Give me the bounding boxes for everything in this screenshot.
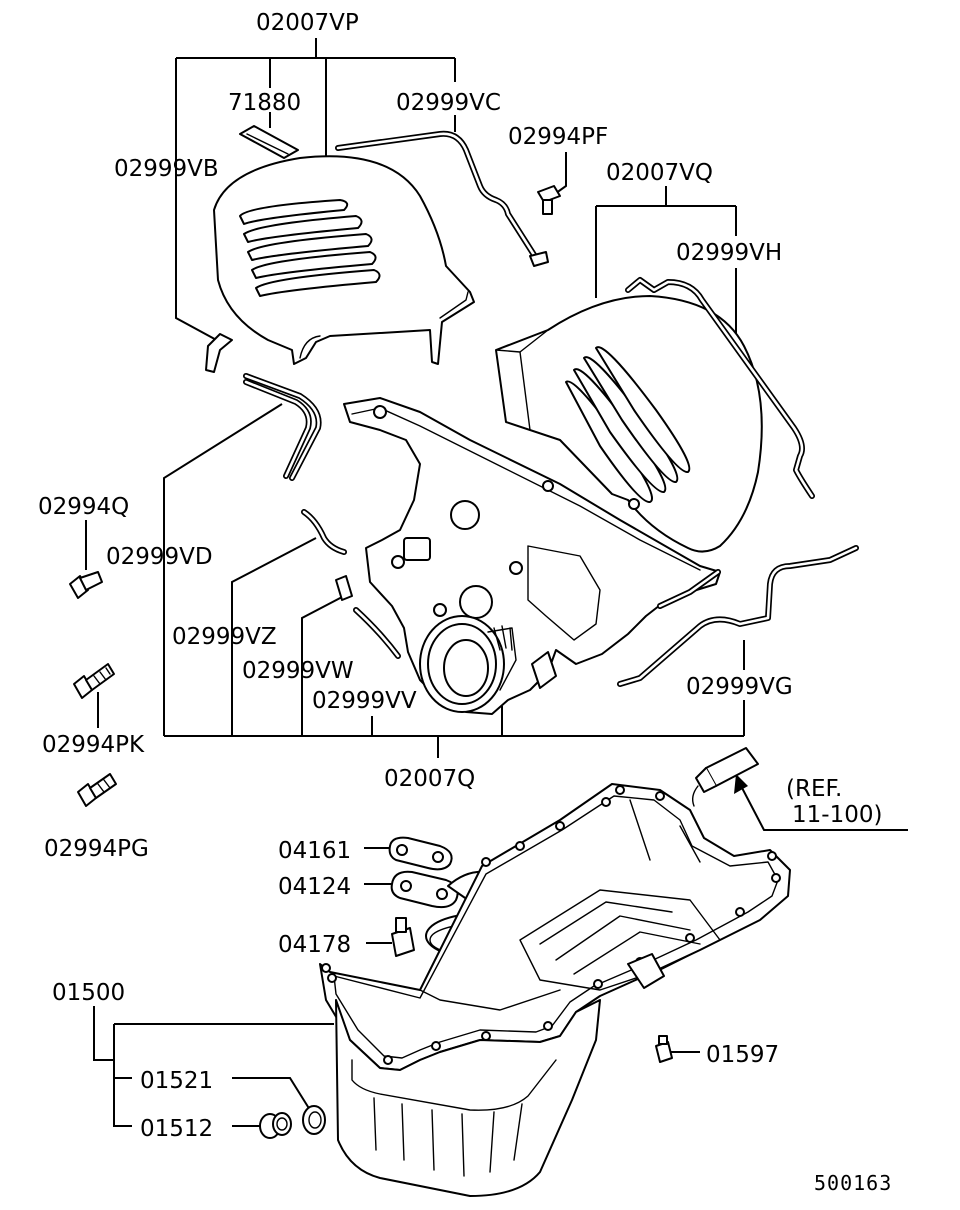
label-04124: 04124	[278, 874, 351, 900]
part-02999VH-seal	[625, 277, 815, 499]
part-rear-timing-cover	[495, 295, 763, 553]
part-01521-washer	[302, 1105, 326, 1135]
label-01500: 01500	[52, 980, 125, 1006]
label-01597: 01597	[706, 1042, 779, 1068]
label-02007Q: 02007Q	[384, 766, 475, 792]
part-02994PK-bolt	[73, 663, 115, 699]
part-upper-timing-cover	[213, 155, 475, 365]
part-71880-plate	[239, 125, 299, 159]
part-lower-timing-cover	[343, 397, 721, 715]
label-02999VV: 02999VV	[312, 688, 417, 714]
label-02994Q: 02994Q	[38, 494, 129, 520]
part-02994PG-bolt	[77, 773, 117, 807]
part-02999VC-seal	[335, 130, 549, 267]
label-04178: 04178	[278, 932, 351, 958]
part-02999VW-strip	[335, 575, 353, 601]
part-sealant-tube	[691, 747, 759, 807]
part-02999VV-strip	[353, 607, 401, 659]
label-02994PG: 02994PG	[44, 836, 149, 862]
part-02999VB-clip	[205, 333, 233, 373]
label-02999VH: 02999VH	[676, 240, 782, 266]
figure-number: 500163	[814, 1171, 892, 1195]
part-02999VD-seal	[243, 373, 322, 481]
label-01512: 01512	[140, 1116, 213, 1142]
label-02007VQ: 02007VQ	[606, 160, 713, 186]
label-02999VZ: 02999VZ	[172, 624, 277, 650]
label-02999VD: 02999VD	[106, 544, 213, 570]
label-02994PK: 02994PK	[42, 732, 145, 758]
label-02999VW: 02999VW	[242, 658, 354, 684]
part-labels: 02007VP 71880 02999VC 02994PF 02999VB 02…	[38, 10, 892, 1195]
part-04178-bolt	[391, 917, 415, 957]
label-02999VB: 02999VB	[114, 156, 219, 182]
label-02007VP: 02007VP	[256, 10, 359, 36]
label-01521: 01521	[140, 1068, 213, 1094]
part-02994PF-bolt	[537, 185, 561, 215]
part-02999VG-seal	[617, 545, 859, 687]
part-02999VZ-strip	[301, 509, 347, 555]
label-04161: 04161	[278, 838, 351, 864]
label-02999VG: 02999VG	[686, 674, 793, 700]
label-02994PF: 02994PF	[508, 124, 608, 150]
part-04161-gasket	[388, 836, 453, 871]
label-71880: 71880	[228, 90, 301, 116]
leader-lines	[85, 38, 908, 1127]
label-ref-line1: (REF.	[786, 776, 842, 802]
part-01500-oil-pan	[319, 783, 791, 1197]
part-02994Q-bolt	[69, 571, 103, 599]
label-02999VC: 02999VC	[396, 90, 501, 116]
part-01597-bolt	[655, 1035, 673, 1063]
part-01512-drain-plug	[259, 1112, 292, 1139]
label-ref-line2: 11-100)	[792, 802, 882, 828]
